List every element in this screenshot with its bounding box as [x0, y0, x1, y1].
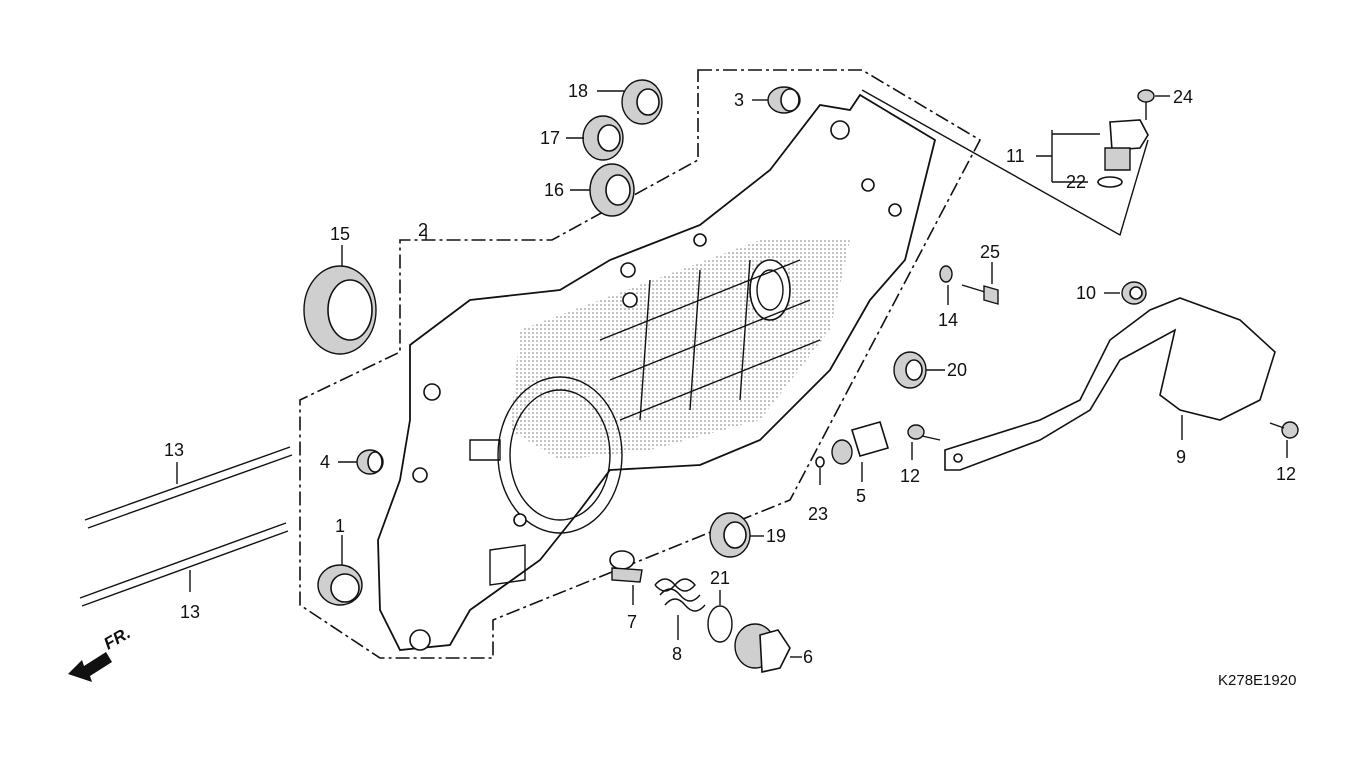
callout-21: 21: [710, 568, 730, 588]
callout-13a: 13: [164, 440, 184, 460]
part-3-bushing: [752, 86, 801, 114]
part-4-dowel: [338, 449, 384, 475]
callout-1: 1: [335, 516, 345, 536]
callout-24: 24: [1173, 87, 1193, 107]
part-20-seal: [893, 351, 945, 389]
front-arrow-icon: [68, 652, 112, 682]
callout-18: 18: [568, 81, 588, 101]
sensor-bracket-line: [861, 89, 1149, 237]
callout-8: 8: [672, 644, 682, 664]
part-14-washer: [939, 265, 953, 305]
callout-22: 22: [1066, 172, 1086, 192]
callout-12a: 12: [900, 466, 920, 486]
part-24-bolt: [1137, 89, 1170, 120]
callout-15: 15: [330, 224, 350, 244]
callout-12b: 12: [1276, 464, 1296, 484]
group-boundary: [299, 69, 982, 659]
part-23-pin: [815, 456, 825, 485]
part-1-bearing: [317, 535, 363, 606]
crankcase-body: [377, 93, 937, 651]
part-12-bolt-a: [907, 424, 941, 460]
part-11-sensor: [1036, 119, 1149, 188]
callout-20: 20: [947, 360, 967, 380]
callout-17: 17: [540, 128, 560, 148]
callout-10: 10: [1076, 283, 1096, 303]
callout-4: 4: [320, 452, 330, 472]
callout-25: 25: [980, 242, 1000, 262]
front-marker: FR.: [101, 623, 134, 653]
part-13-stud-lower: [79, 522, 289, 607]
part-6-drain-bolt: [734, 623, 802, 673]
part-16-bearing: [570, 163, 635, 217]
callout-23: 23: [808, 504, 828, 524]
part-19-seal: [709, 512, 764, 558]
callout-5: 5: [856, 486, 866, 506]
part-15-bearing: [303, 245, 377, 355]
callout-7: 7: [627, 612, 637, 632]
part-10-grommet: [1104, 281, 1147, 305]
part-5-strainer: [831, 421, 890, 482]
callout-3: 3: [734, 90, 744, 110]
part-17-bearing: [566, 115, 624, 161]
callout-13b: 13: [180, 602, 200, 622]
part-21-o-ring: [707, 590, 733, 643]
callout-9: 9: [1176, 447, 1186, 467]
callout-2: 2: [418, 220, 428, 240]
part-9-cover: [944, 297, 1276, 471]
callout-16: 16: [544, 180, 564, 200]
callout-14: 14: [938, 310, 958, 330]
part-8-spring: [654, 578, 706, 640]
part-12-bolt-b: [1269, 421, 1299, 458]
part-7-screen: [609, 550, 643, 605]
part-25-bolt: [961, 262, 999, 305]
part-13-stud-upper: [84, 446, 293, 529]
part-18-bearing: [597, 79, 663, 125]
callout-11: 11: [1006, 146, 1025, 166]
callout-6: 6: [803, 647, 813, 667]
diagram-code: K278E1920: [1218, 672, 1296, 689]
callout-19: 19: [766, 526, 786, 546]
